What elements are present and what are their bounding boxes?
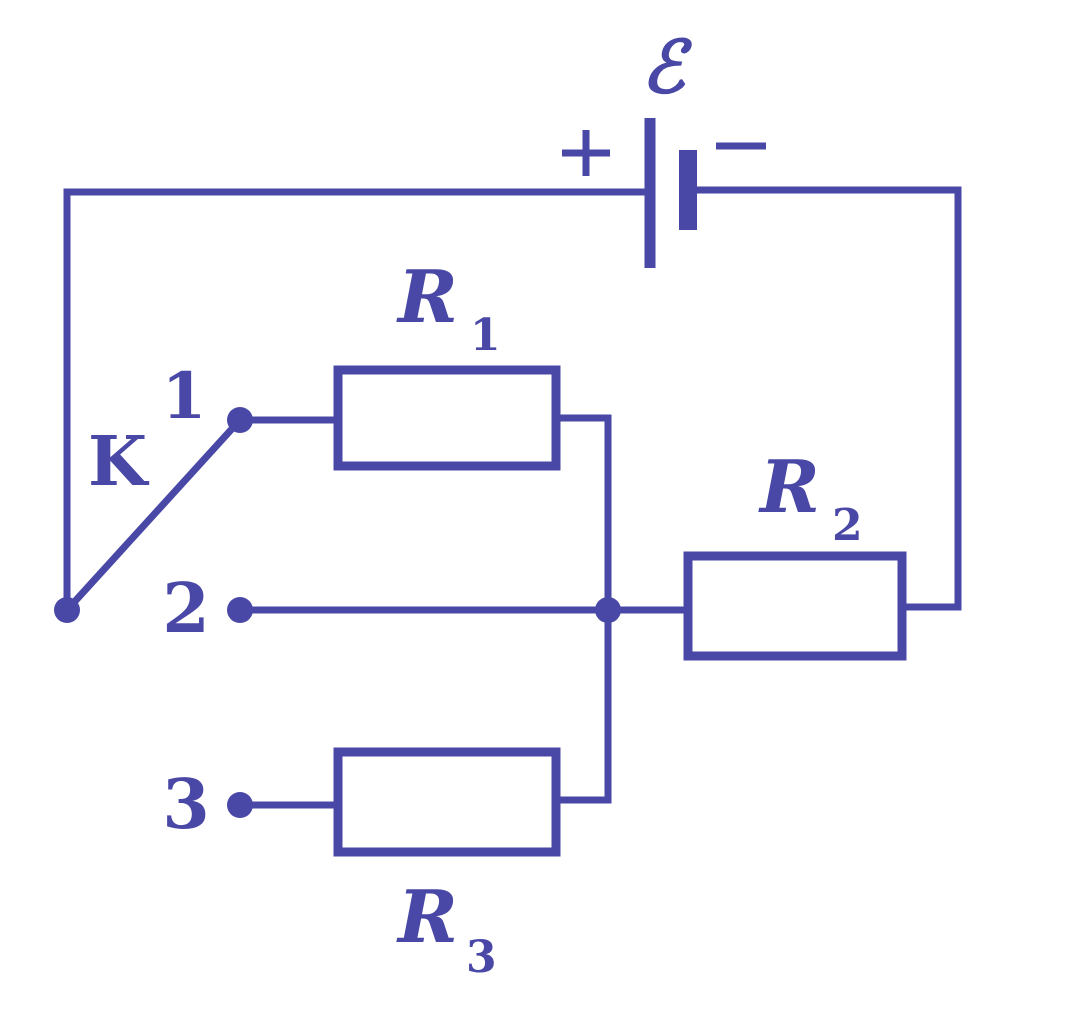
svg-text:1: 1 xyxy=(470,310,501,361)
switch-label: K xyxy=(88,422,150,502)
svg-text:R: R xyxy=(758,444,820,529)
resistor-r1 xyxy=(333,365,561,471)
svg-text:R: R xyxy=(396,254,458,339)
switch-blade xyxy=(62,415,245,615)
wire-right-loop xyxy=(686,186,962,611)
contact-3-label: 3 xyxy=(162,765,209,845)
resistor-r2 xyxy=(683,551,907,661)
wire-r1-to-node xyxy=(552,414,612,804)
wire-left-loop xyxy=(63,188,649,614)
battery xyxy=(562,118,766,268)
contact-1-label: 1 xyxy=(162,359,207,434)
plus-sign-icon xyxy=(562,130,610,176)
resistor-r1-label: R 1 xyxy=(396,254,501,361)
svg-text:2: 2 xyxy=(832,500,863,551)
resistor-r3-label: R 3 xyxy=(396,874,497,983)
svg-text:3: 3 xyxy=(466,932,497,983)
emf-label: ℰ xyxy=(641,24,693,109)
switch-pivot xyxy=(54,597,80,623)
junction-node xyxy=(595,597,621,623)
svg-text:R: R xyxy=(396,874,458,959)
resistor-r2-label: R 2 xyxy=(758,444,863,551)
contact-2-label: 2 xyxy=(162,569,209,649)
resistor-r3 xyxy=(333,747,561,857)
